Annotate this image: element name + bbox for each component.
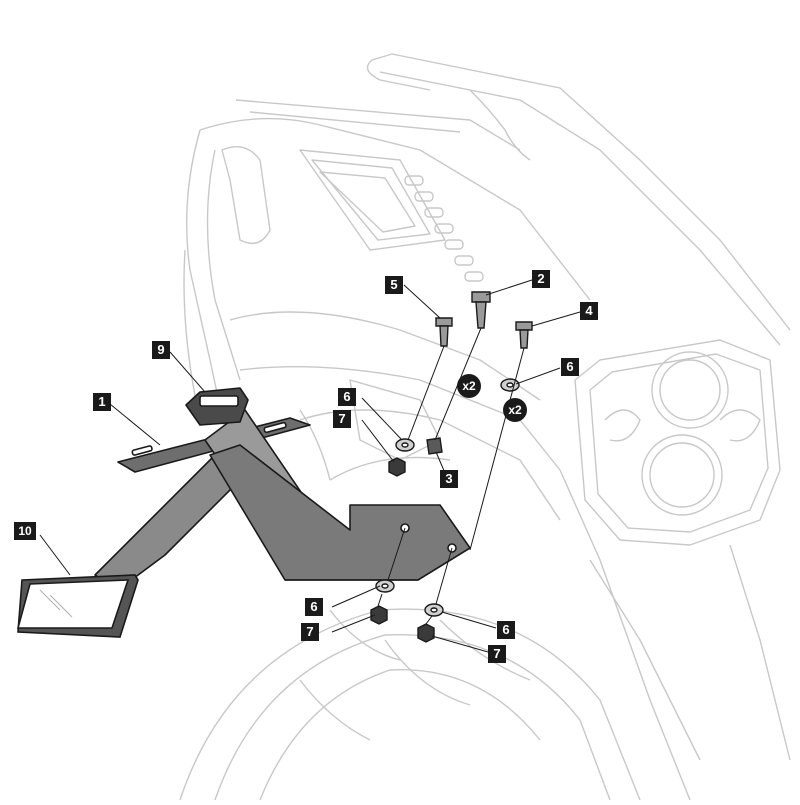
- quantity-badge-bolt-4: x2: [503, 398, 527, 422]
- reflector: [16, 574, 139, 638]
- callout-part-7-lower-right: 7: [488, 645, 506, 663]
- callout-part-6-upper-left: 6: [338, 388, 356, 406]
- callout-part-6-lower-left: 6: [305, 598, 323, 616]
- callout-part-7-lower-left: 7: [301, 623, 319, 641]
- callout-part-6-lower-right: 6: [497, 621, 515, 639]
- quantity-badge-bolt-2: x2: [457, 374, 481, 398]
- callout-part-4: 4: [580, 302, 598, 320]
- callout-part-3: 3: [440, 470, 458, 488]
- callout-part-10: 10: [14, 522, 36, 540]
- fasteners: [370, 291, 533, 643]
- callout-part-7-upper: 7: [333, 410, 351, 428]
- motorcycle-tail-outline: [179, 53, 791, 801]
- licence-plate-bracket: [94, 387, 471, 591]
- callout-part-1: 1: [93, 393, 111, 411]
- callout-part-2: 2: [532, 270, 550, 288]
- callout-part-9: 9: [152, 341, 170, 359]
- callout-part-6-upper-right: 6: [561, 358, 579, 376]
- callout-part-5: 5: [385, 276, 403, 294]
